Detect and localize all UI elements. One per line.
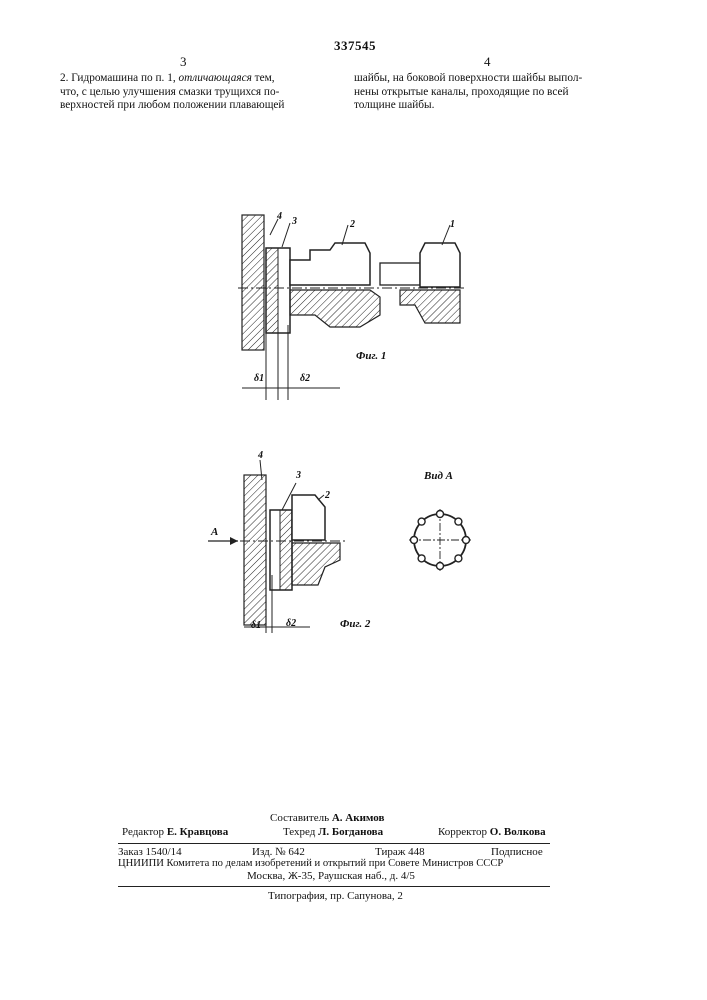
view-a-washer-drawing (405, 505, 475, 575)
footer-compiler: Составитель А. Акимов (270, 812, 384, 824)
fig2-washer-section (280, 510, 292, 590)
footer-techred-label: Техред (283, 826, 315, 838)
claim-right-line-2: нены открытые каналы, проходящие по всей (354, 86, 620, 100)
fig1-part-2-label: 2 (350, 219, 355, 230)
claim-left-line-2: что, с целью улучшения смазки трущихся п… (60, 86, 324, 100)
view-a-channel (463, 537, 470, 544)
view-a-channel (455, 555, 462, 562)
fig1-shaft-neck (380, 263, 420, 285)
footer-rule-bottom (118, 886, 550, 887)
footer-order: Заказ 1540/14 (118, 846, 182, 858)
fig2-gap-2-label: δ2 (286, 618, 296, 629)
footer-institute: ЦНИИПИ Комитета по делам изобретений и о… (118, 858, 554, 869)
fig2-gap-1-label: δ1 (251, 620, 261, 631)
claim-right-line-3: толщине шайбы. (354, 99, 620, 113)
fig1-washer-section (266, 248, 278, 333)
footer-corrector: Корректор О. Волкова (438, 826, 546, 838)
fig1-leader-1 (442, 225, 450, 245)
fig2-part-2-label: 2 (325, 490, 330, 501)
claim-lead-text: 2. Гидромашина по п. 1, (60, 72, 179, 84)
view-a-channel (437, 563, 444, 570)
footer-techred: Техред Л. Богданова (283, 826, 383, 838)
view-a-channel (411, 537, 418, 544)
fig2-arrow-label: А (211, 526, 218, 538)
claim-left-column: 2. Гидромашина по п. 1, отличающаяся тем… (60, 72, 324, 113)
fig1-gear-1-upper (420, 243, 460, 287)
patent-number: 337545 (320, 38, 390, 54)
fig1-part-3-label: 3 (292, 216, 297, 227)
fig1-gap-1-label: δ1 (254, 373, 264, 384)
footer-print-run: Тираж 448 (375, 846, 425, 858)
fig1-part-1-label: 1 (450, 219, 455, 230)
fig1-gear-2-upper (290, 243, 370, 285)
claim-right-column: шайбы, на боковой поверхности шайбы выпо… (354, 72, 620, 113)
fig1-gear-1-section (400, 290, 460, 323)
claim-trailing-word: тем, (252, 72, 275, 84)
footer-edition: Изд. № 642 (252, 846, 305, 858)
fig1-part-4-label: 4 (277, 211, 282, 222)
fig2-housing-wall (244, 475, 266, 625)
fig1-housing-wall (242, 215, 264, 350)
view-a-channel (437, 511, 444, 518)
footer-techred-name: Л. Богданова (318, 826, 383, 838)
claim-italic-word: отличающаяся (179, 72, 252, 84)
footer-editor-name: Е. Кравцова (167, 826, 228, 838)
fig2-gear-upper (292, 495, 325, 540)
footer-corrector-name: О. Волкова (490, 826, 546, 838)
fig2-arrow-head (230, 537, 238, 545)
column-number-left: 3 (180, 54, 187, 70)
fig1-gear-2-section (290, 290, 380, 327)
figure-2-drawing (200, 455, 360, 640)
footer-editor: Редактор Е. Кравцова (122, 826, 228, 838)
footer-subscription: Подписное (491, 846, 543, 858)
footer-corrector-label: Корректор (438, 826, 487, 838)
figure-1-drawing (230, 205, 480, 415)
fig1-leader-2 (342, 225, 348, 245)
footer-address: Москва, Ж-35, Раушская наб., д. 4/5 (247, 870, 415, 882)
claim-right-line-1: шайбы, на боковой поверхности шайбы выпо… (354, 72, 620, 86)
fig2-part-3-label: 3 (296, 470, 301, 481)
footer-compiler-name: А. Акимов (332, 812, 385, 824)
view-a-caption: Вид А (424, 470, 453, 482)
view-a-channel (418, 518, 425, 525)
claim-left-line-1: 2. Гидромашина по п. 1, отличающаяся тем… (60, 72, 324, 86)
footer-rule-top (118, 843, 550, 844)
fig2-caption: Фиг. 2 (340, 618, 370, 630)
claim-left-line-3: верхностей при любом положении плавающей (60, 99, 324, 113)
fig1-caption: Фиг. 1 (356, 350, 386, 362)
fig2-gear-section (292, 543, 340, 585)
fig2-leader-2 (318, 495, 324, 500)
fig1-gap-2-label: δ2 (300, 373, 310, 384)
view-a-channel (418, 555, 425, 562)
view-a-channel (455, 518, 462, 525)
footer-printing: Типография, пр. Сапунова, 2 (268, 890, 403, 902)
footer-compiler-label: Составитель (270, 812, 329, 824)
fig1-leader-3 (282, 223, 290, 247)
footer-editor-label: Редактор (122, 826, 164, 838)
column-number-right: 4 (484, 54, 491, 70)
fig2-part-4-label: 4 (258, 450, 263, 461)
